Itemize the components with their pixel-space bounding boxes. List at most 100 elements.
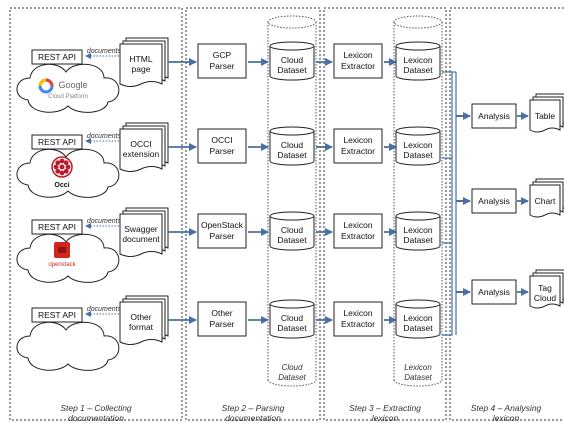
occi-logo-text: Occi: [54, 182, 69, 189]
analysis-box: Analysis: [471, 279, 517, 305]
lexicon-dataset-cylinder-line1: Lexicon: [403, 140, 433, 150]
cloud-icon: openstack: [16, 233, 120, 283]
cloud-dataset-cylinder-line1: Cloud: [281, 140, 303, 150]
output-line1: Tag: [538, 283, 552, 293]
extractor-line2: Extractor: [341, 319, 375, 329]
step4-panel: [449, 7, 564, 421]
analysis-box: Analysis: [471, 188, 517, 214]
document-stack-line1: OCCI: [130, 139, 151, 149]
step-panels: [9, 7, 564, 421]
extractor-line1: Lexicon: [343, 135, 373, 145]
lexicon-dataset-note-line2: Dataset: [404, 373, 432, 382]
parser-line2: Parser: [209, 61, 234, 71]
document-stack-line2: extension: [123, 149, 160, 159]
cloud-platform-logo-text: Cloud Platform: [48, 94, 88, 100]
step-labels: Step 1 – Collecting documentation Step 2…: [60, 403, 541, 423]
cloud-dataset-note-line2: Dataset: [278, 373, 306, 382]
cloud-dataset-note-line1: Cloud: [282, 363, 303, 372]
step2-label-line1: Step 2 – Parsing: [222, 403, 285, 413]
documents-label: documents: [87, 306, 122, 313]
rest-api-box: REST API: [31, 49, 83, 65]
document-stack-line2: page: [132, 64, 151, 74]
cloud-dataset-cylinder-line1: Cloud: [281, 313, 303, 323]
step3-panel: [323, 7, 447, 421]
lexicon-dataset-note-line1: Lexicon: [404, 363, 432, 372]
documents-label: documents: [87, 48, 122, 55]
step4-label-line2: lexicon: [493, 413, 520, 423]
cloud-dataset-cylinder-line2: Dataset: [277, 235, 307, 245]
step3-label-line2: lexicon: [372, 413, 399, 423]
step1-label-line1: Step 1 – Collecting: [60, 403, 132, 413]
parser-line2: Parser: [209, 231, 234, 241]
parser-line1: OCCI: [211, 135, 232, 145]
extractor-line2: Extractor: [341, 231, 375, 241]
cloud-dataset-cylinder-line2: Dataset: [277, 65, 307, 75]
document-stack-line1: Other: [130, 312, 151, 322]
step3-label-line1: Step 3 – Extracting: [349, 403, 421, 413]
rest-api-label: REST API: [38, 310, 76, 320]
lexicon-dataset-cylinder-line2: Dataset: [403, 235, 433, 245]
lexicon-dataset-cylinder-line2: Dataset: [403, 323, 433, 333]
document-stack-line2: format: [129, 322, 154, 332]
step2-label-line2: documentation: [225, 413, 281, 423]
merge-connectors: [442, 71, 471, 336]
output-line2: Cloud: [534, 293, 556, 303]
output-line1: Table: [535, 111, 556, 121]
lexicon-dataset-cylinder-line1: Lexicon: [403, 313, 433, 323]
rest-api-label: REST API: [38, 52, 76, 62]
extractor-line1: Lexicon: [343, 50, 373, 60]
analysis-row: Analysis Table: [471, 93, 564, 133]
documents-label: documents: [87, 218, 122, 225]
google-logo-text: Google: [58, 80, 87, 90]
lexicon-dataset-cylinder-line1: Lexicon: [403, 55, 433, 65]
output-document: Table: [529, 93, 564, 133]
document-stack-line2: document: [122, 234, 160, 244]
analysis-box: Analysis: [471, 103, 517, 129]
cloud-icon: [16, 321, 120, 371]
cloud-dataset-cylinder-line2: Dataset: [277, 323, 307, 333]
cloud-dataset-cylinder-line1: Cloud: [281, 55, 303, 65]
documents-label: documents: [87, 133, 122, 140]
rest-api-box: REST API: [31, 307, 83, 323]
document-stack-line1: HTML: [129, 54, 152, 64]
lexicon-dataset-cylinder-line2: Dataset: [403, 65, 433, 75]
pipeline-row: REST APIdocumentsOtherformatOtherParserC…: [16, 295, 441, 371]
parser-line2: Parser: [209, 319, 234, 329]
cloud-icon: Occi: [16, 148, 120, 198]
extractor-line1: Lexicon: [343, 308, 373, 318]
occi-logo: Occi: [51, 156, 73, 189]
extractor-line2: Extractor: [341, 146, 375, 156]
extractor-line2: Extractor: [341, 61, 375, 71]
parser-line1: Other: [211, 308, 232, 318]
output-document: Chart: [529, 178, 564, 218]
analysis-label: Analysis: [478, 287, 510, 297]
rest-api-label: REST API: [38, 137, 76, 147]
analysis-label: Analysis: [478, 111, 510, 121]
step4-label-line1: Step 4 – Analysing: [471, 403, 542, 413]
step2-panel: [185, 7, 321, 421]
